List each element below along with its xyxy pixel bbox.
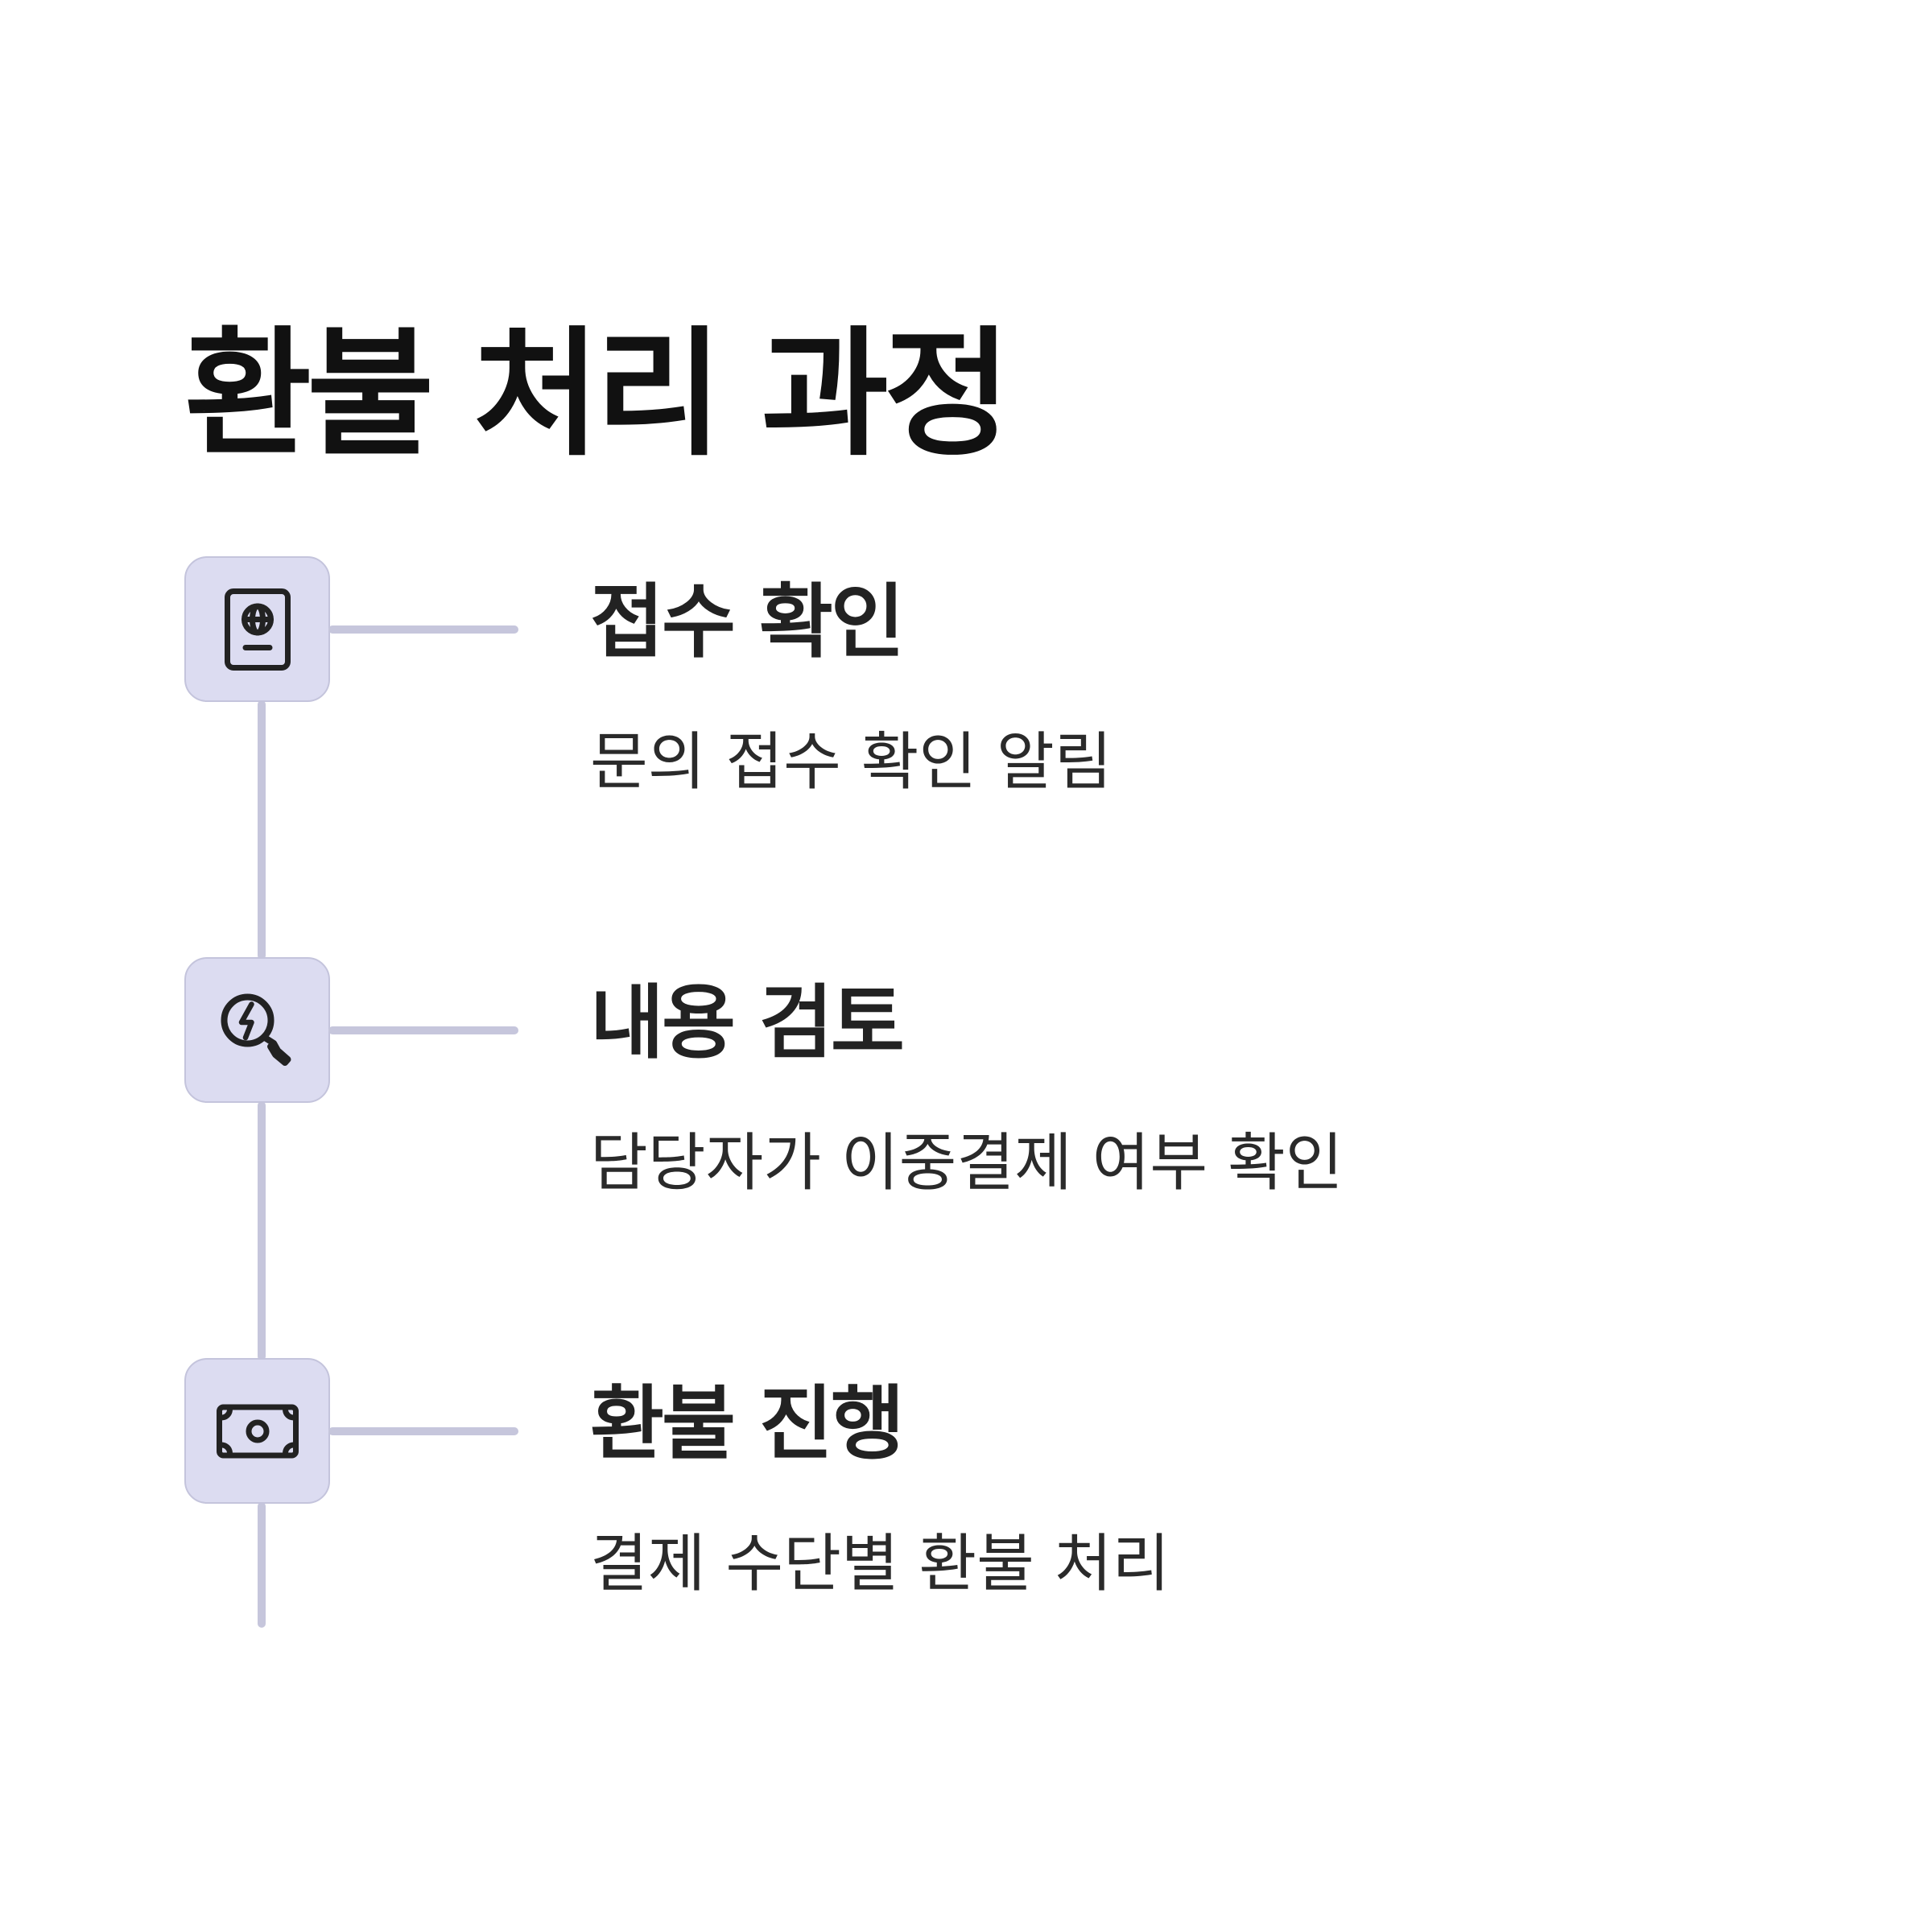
- step-description: 문의 접수 확인 알림: [590, 726, 1113, 799]
- search-lightning-icon: [220, 993, 291, 1066]
- step-connector: [328, 1026, 518, 1034]
- icon-box: [184, 1358, 330, 1504]
- step-heading: 환불 진행: [590, 1377, 905, 1471]
- timeline-connector: [258, 1101, 266, 1360]
- icon-box: [184, 556, 330, 702]
- step-refund-progress: 환불 진행 결제 수단별 환불 처리: [184, 1358, 1714, 1600]
- step-connector: [328, 625, 518, 634]
- step-description: 담당자가 이중결제 여부 확인: [590, 1127, 1344, 1199]
- icon-box: [184, 957, 330, 1103]
- banknote-icon: [216, 1404, 299, 1458]
- timeline-connector: [258, 700, 266, 960]
- step-heading: 접수 확인: [590, 575, 905, 669]
- step-description: 결제 수단별 환불 처리: [590, 1528, 1170, 1600]
- step-connector: [328, 1427, 518, 1435]
- step-receipt-confirmation: 접수 확인 문의 접수 확인 알림: [184, 556, 1714, 799]
- page-title: 환불 처리 과정: [184, 313, 1011, 475]
- step-heading: 내용 검토: [590, 976, 905, 1070]
- step-content-review: 내용 검토 담당자가 이중결제 여부 확인: [184, 957, 1714, 1199]
- passport-icon: [224, 588, 291, 671]
- timeline-connector: [258, 1502, 266, 1628]
